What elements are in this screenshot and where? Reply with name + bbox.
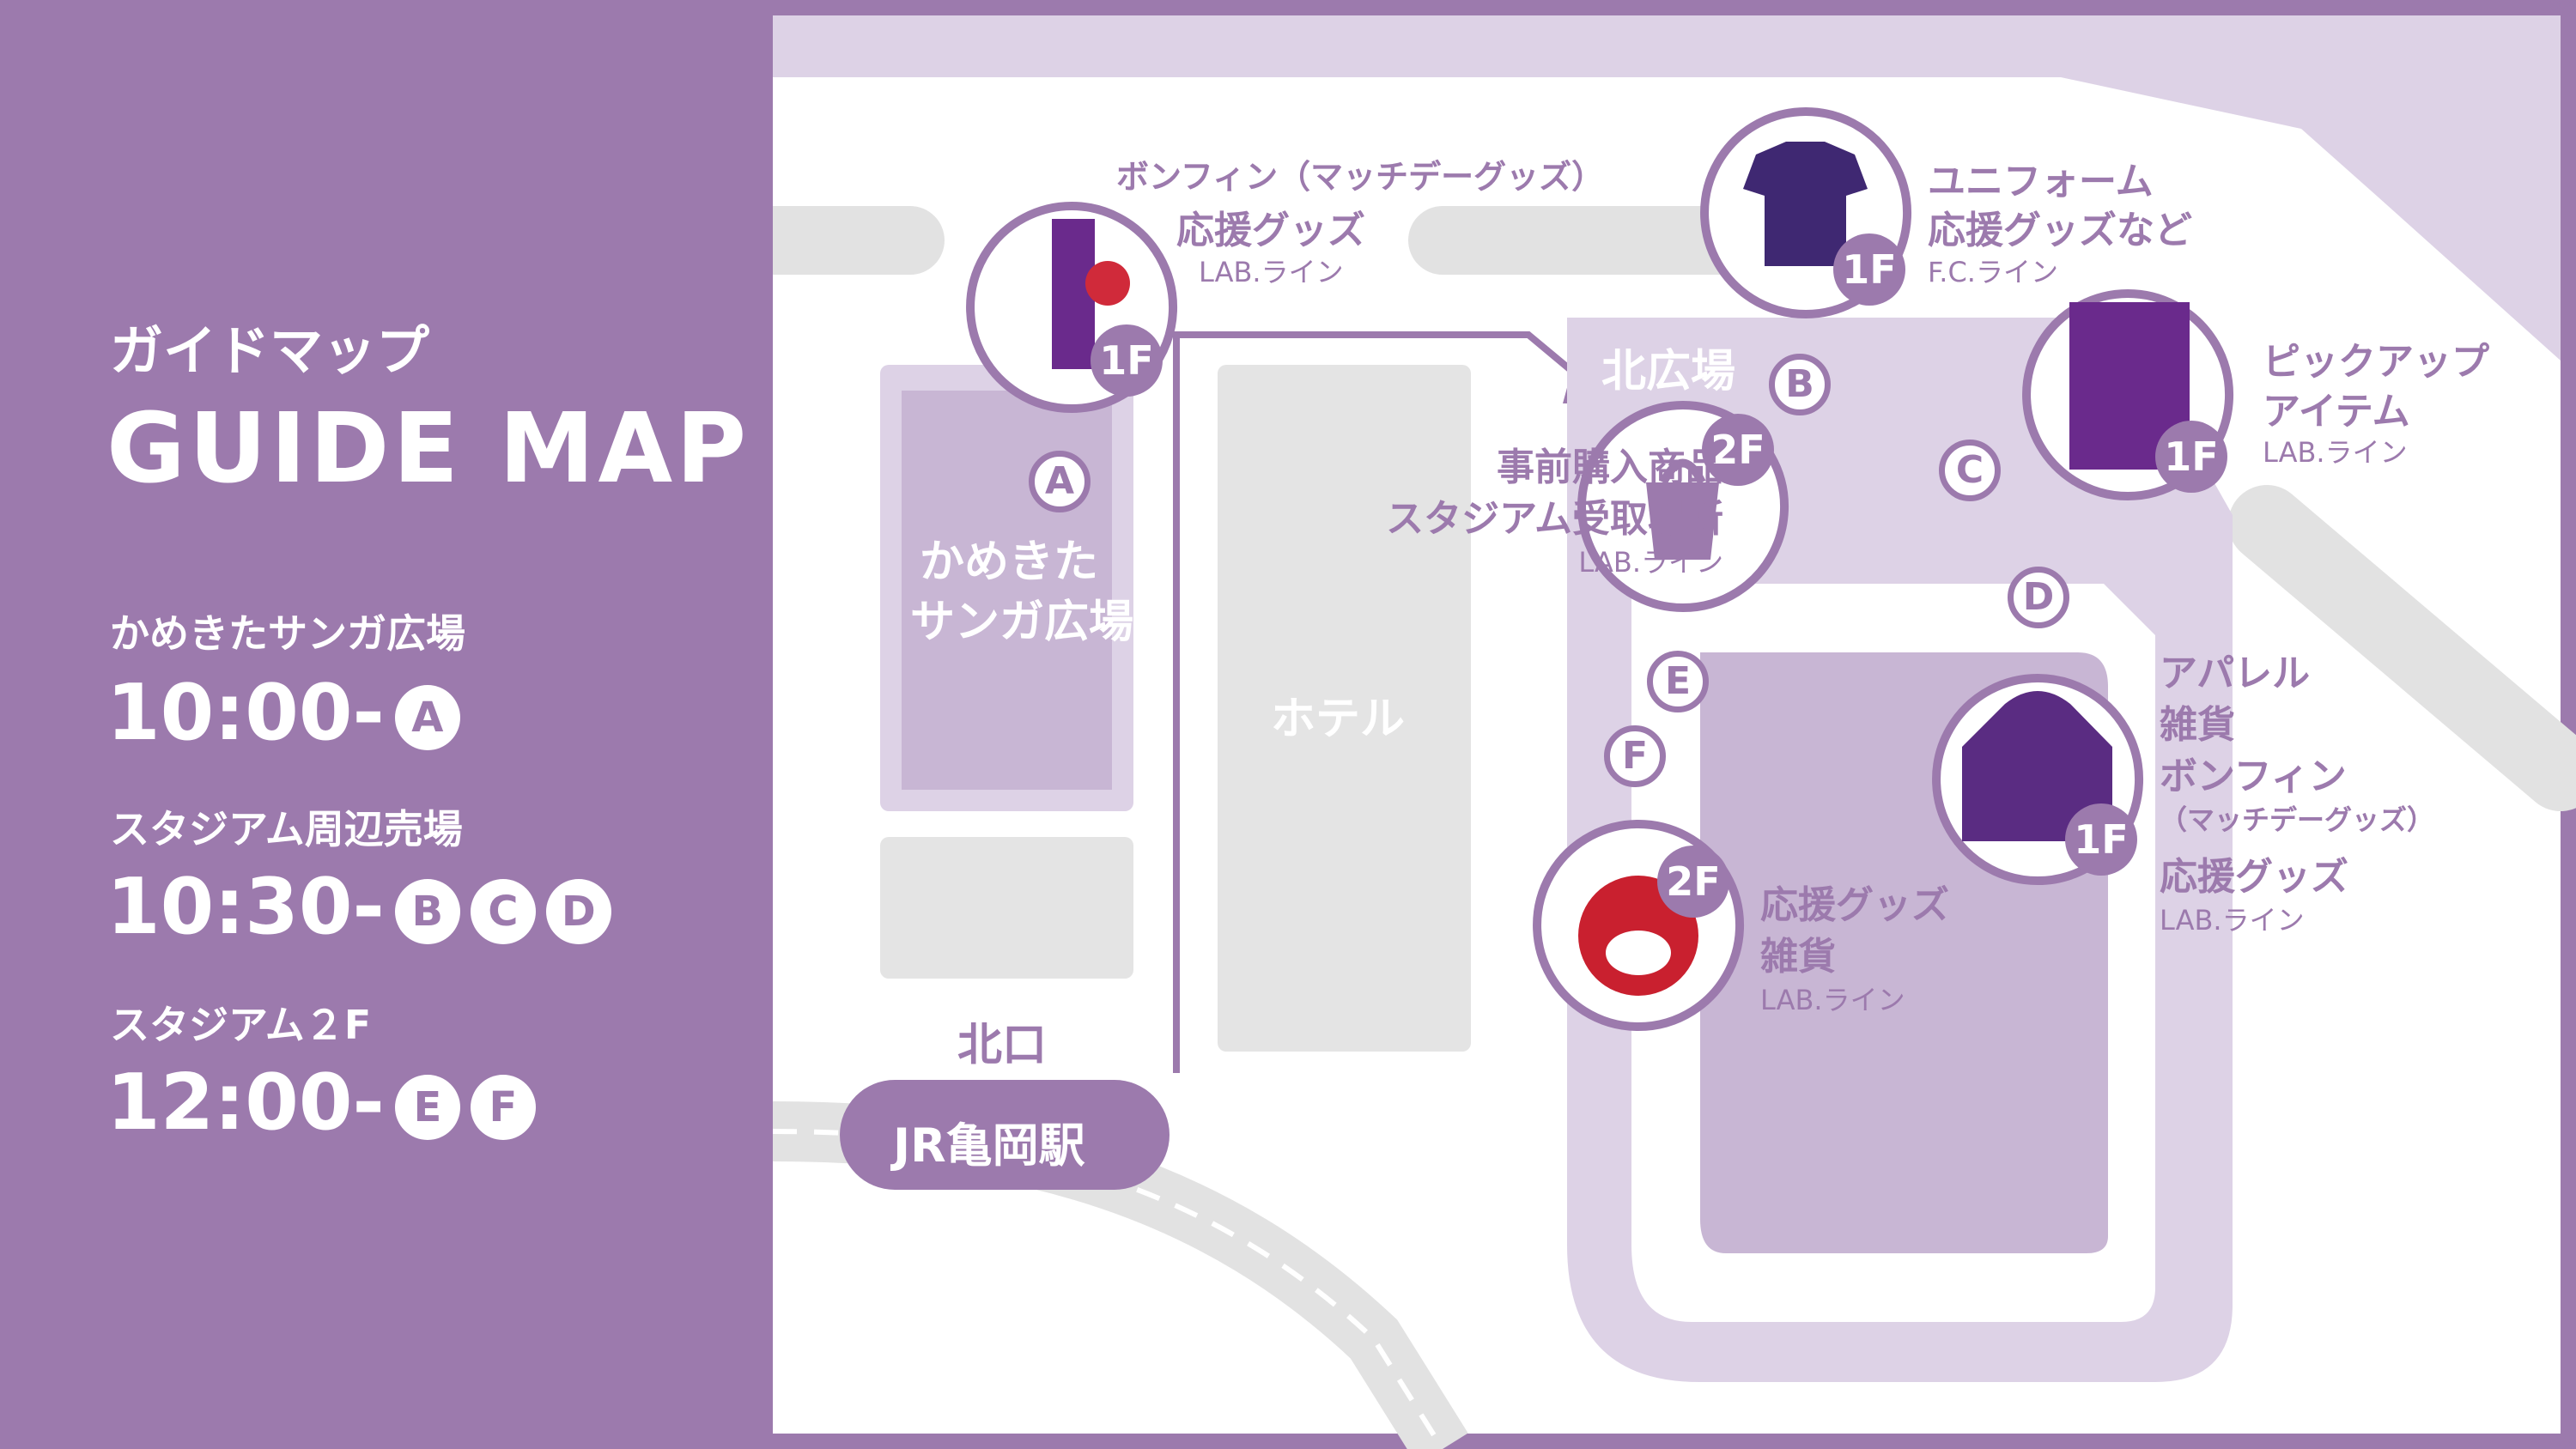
marker-e-line3: LAB.ライン [1578,546,1723,579]
road-dashes [773,1129,1445,1449]
marker-b-line3: F.C.ライン [1928,256,2058,288]
plaza-label: かめきた サンガ広場 [910,537,1134,648]
marker-c-floor-badge: 1F [2155,421,2227,493]
marker-a-circle[interactable]: A [1029,451,1091,512]
marker-c-bubble [2022,289,2233,500]
top-band [773,15,2561,361]
marker-d-floor-badge: 1F [2065,803,2137,876]
marker-a-line2: 応援グッズ [1176,209,1365,252]
marker-e-circle[interactable]: E [1647,651,1709,712]
section-label-stadium-around: スタジアム周辺売場 [110,806,463,852]
marker-c-line1: ピックアップ [2263,340,2489,384]
map-area: かめきた サンガ広場 ホテル 北広場 北口 JR亀岡駅 1F A ボンフィン（マ… [773,0,2576,1449]
marker-a-bubble [966,202,1177,413]
marker-c-circle[interactable]: C [1939,440,2001,501]
route-line [1173,331,1583,1073]
jersey-icon [1743,142,1868,266]
marker-d-line5: 応援グッズ [2160,855,2348,899]
road-right [2228,485,2576,811]
marker-f-pill: F [470,1075,536,1141]
marker-e-line2: スタジアム受取場所 [1386,497,1723,541]
marker-b-floor-badge: 1F [1833,233,1905,306]
marker-d-line2: 雑貨 [2160,703,2235,747]
marker-b-pill: B [394,879,460,945]
marker-c-line2: アイテム [2263,390,2410,433]
time-text: 10:30- [106,862,385,952]
shopping-bag-icon [1646,482,1719,560]
north-plaza-label: 北広場 [1601,346,1736,397]
marker-b-circle[interactable]: B [1769,354,1831,415]
sidebar: ガイドマップ GUIDE MAP かめきたサンガ広場 10:00-A スタジアム… [0,0,773,1449]
marker-f-line3: LAB.ライン [1760,984,1905,1016]
marker-c-pill: C [470,879,536,945]
towel-icon [1052,219,1095,369]
title-en: GUIDE MAP [106,393,750,505]
station-pill [840,1080,1170,1190]
section-label-stadium-2f: スタジアム２F [110,1002,372,1048]
marker-a-line3: LAB.ライン [1199,256,1344,288]
marker-e-floor-badge: 2F [1702,414,1774,486]
marker-d-line3: ボンフィン [2160,755,2347,798]
marker-f-circle[interactable]: F [1604,725,1666,787]
time-text: 12:00- [106,1058,385,1148]
hoodie-icon [1962,691,2112,841]
marker-b-line1: ユニフォーム [1928,160,2154,203]
marker-a-floor-badge: 1F [1091,324,1163,397]
marker-a-line1: ボンフィン（マッチデーグッズ） [1116,158,1605,196]
marker-f-line1: 応援グッズ [1760,883,1949,927]
station-label: JR亀岡駅 [893,1119,1085,1173]
map-background [773,15,2576,1449]
building-gray [880,837,1133,979]
marker-f-bubble [1533,820,1744,1031]
hotel-label: ホテル [1271,694,1406,745]
marker-f-line2: 雑貨 [1760,935,1836,979]
marker-d-circle[interactable]: D [2008,567,2069,628]
marker-e-pill: E [394,1075,460,1141]
marker-f-floor-badge: 2F [1657,846,1729,918]
north-exit-label: 北口 [957,1020,1048,1071]
hotel-building [1218,365,1471,1052]
title-jp: ガイドマップ [110,319,430,382]
marker-c-line3: LAB.ライン [2263,436,2408,469]
marker-d-line6: LAB.ライン [2160,904,2305,937]
marker-d-line1: アパレル [2160,652,2311,695]
section-time-plaza: 10:00-A [106,668,460,758]
time-text: 10:00- [106,668,385,758]
section-label-plaza: かめきたサンガ広場 [110,610,465,657]
marker-d-bubble [1932,674,2143,885]
marker-d-line4: （マッチデーグッズ） [2160,803,2435,836]
marker-a-pill: A [394,685,460,751]
marker-d-pill: D [545,879,611,945]
marker-b-line2: 応援グッズなど [1928,209,2192,252]
marker-e-line1: 事前購入商品 [1497,446,1723,489]
